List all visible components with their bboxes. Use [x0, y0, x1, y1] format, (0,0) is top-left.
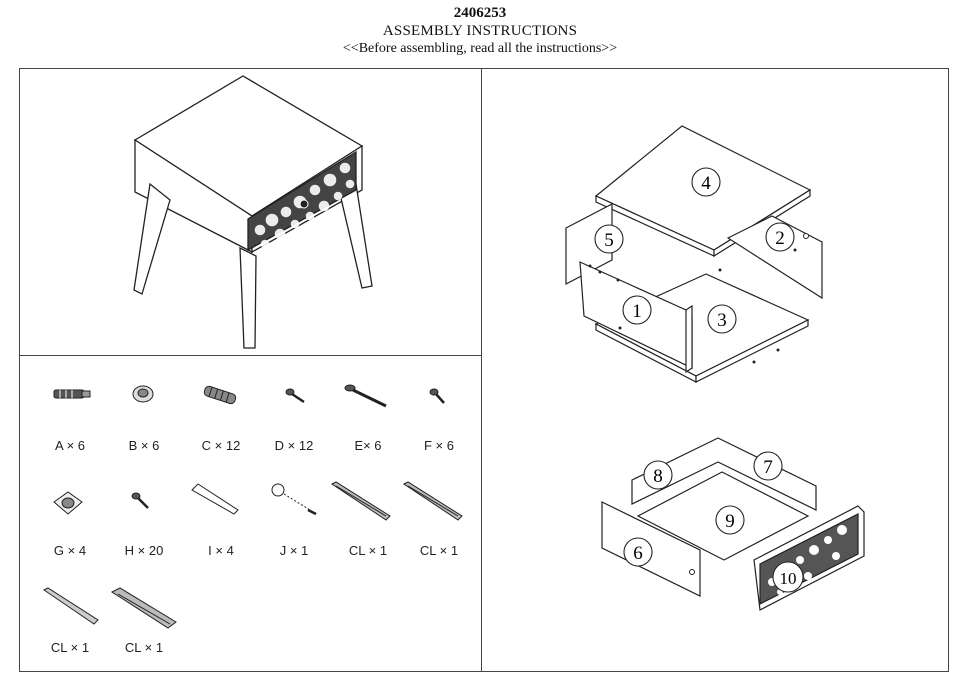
hardware-label-e: E× 6: [354, 438, 382, 453]
part-number-1: 1: [632, 301, 642, 322]
nightstand-illustration: [133, 75, 373, 349]
part-number-6: 6: [633, 543, 643, 564]
instruction-frame: [19, 68, 949, 672]
leg-plate-icon: [53, 491, 83, 515]
hardware-label-f: F × 6: [424, 438, 454, 453]
short-screw-icon: [285, 388, 305, 404]
long-screw-icon: [344, 384, 387, 408]
part-number-8: 8: [653, 466, 663, 487]
drawer-slide-icon: [110, 587, 177, 629]
document-title: ASSEMBLY INSTRUCTIONS: [382, 23, 578, 39]
hardware-label-cl-2: CL × 1: [419, 543, 459, 558]
document-subtitle: <<Before assembling, read all the instru…: [342, 41, 618, 56]
bolt-icon: [53, 389, 91, 399]
hardware-label-g: G × 4: [53, 543, 87, 558]
cam-lock-icon: [132, 385, 154, 403]
drawer-slide-icon: [43, 587, 99, 625]
part-number-10: 10: [780, 569, 797, 588]
drawer-slide-icon: [403, 481, 463, 521]
hardware-label-cl-4: CL × 1: [124, 640, 164, 655]
hardware-label-i: I × 4: [208, 543, 234, 558]
screw-icon: [131, 492, 149, 509]
part-number-2: 2: [775, 228, 785, 249]
hardware-label-a: A × 6: [55, 438, 85, 453]
model-code: 2406253: [453, 5, 507, 21]
part-number-4: 4: [701, 173, 711, 194]
drawer-slide-icon: [331, 481, 391, 521]
part-number-7: 7: [763, 457, 773, 478]
dowel-icon: [203, 385, 237, 405]
small-screw-icon: [429, 388, 445, 404]
drawer-exploded-view: 8 7 9 6 10: [601, 437, 865, 611]
hardware-label-cl-1: CL × 1: [348, 543, 388, 558]
part-number-9: 9: [725, 511, 735, 532]
hardware-label-b: B × 6: [128, 438, 160, 453]
part-number-5: 5: [604, 230, 614, 251]
knob-icon: [271, 483, 317, 516]
hardware-label-cl-3: CL × 1: [50, 640, 90, 655]
document-header: 2406253 ASSEMBLY INSTRUCTIONS <<Before a…: [0, 4, 960, 58]
hardware-label-h: H × 20: [124, 543, 164, 558]
vertical-divider: [481, 68, 482, 672]
hardware-label-d: D × 12: [274, 438, 314, 453]
hardware-label-j: J × 1: [279, 543, 309, 558]
hardware-label-c: C × 12: [201, 438, 241, 453]
leg-icon: [191, 483, 239, 515]
horizontal-divider: [19, 355, 481, 356]
carcass-exploded-view: 4 2 3 1 5: [565, 125, 823, 383]
part-number-3: 3: [717, 310, 727, 331]
